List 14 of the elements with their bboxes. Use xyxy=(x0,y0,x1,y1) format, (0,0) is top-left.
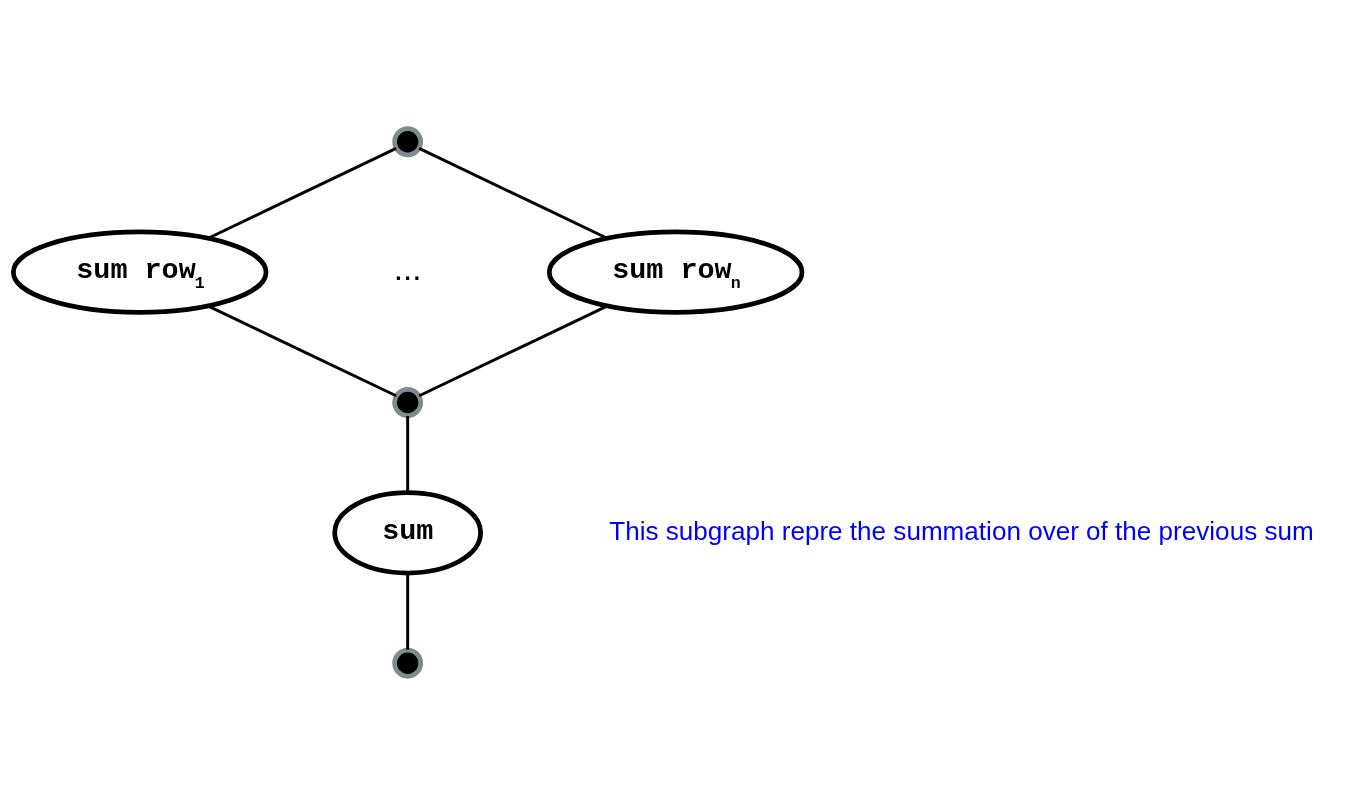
connector xyxy=(207,146,397,240)
node-ellipse: sum row$_{1}$ xyxy=(11,229,269,315)
connector xyxy=(418,146,608,240)
node-circle xyxy=(392,386,424,418)
connector xyxy=(418,304,608,397)
connector xyxy=(406,572,410,650)
connector xyxy=(207,304,397,397)
node-ellipse: sum xyxy=(332,489,483,575)
node-circle xyxy=(392,125,424,157)
node-ellipse: sum row$_{n}$ xyxy=(546,229,805,315)
label: This subgraph repre the summation over of the previous sum xyxy=(609,515,1314,545)
node-circle xyxy=(392,647,424,679)
connector xyxy=(406,415,410,492)
label: ... xyxy=(393,249,422,287)
